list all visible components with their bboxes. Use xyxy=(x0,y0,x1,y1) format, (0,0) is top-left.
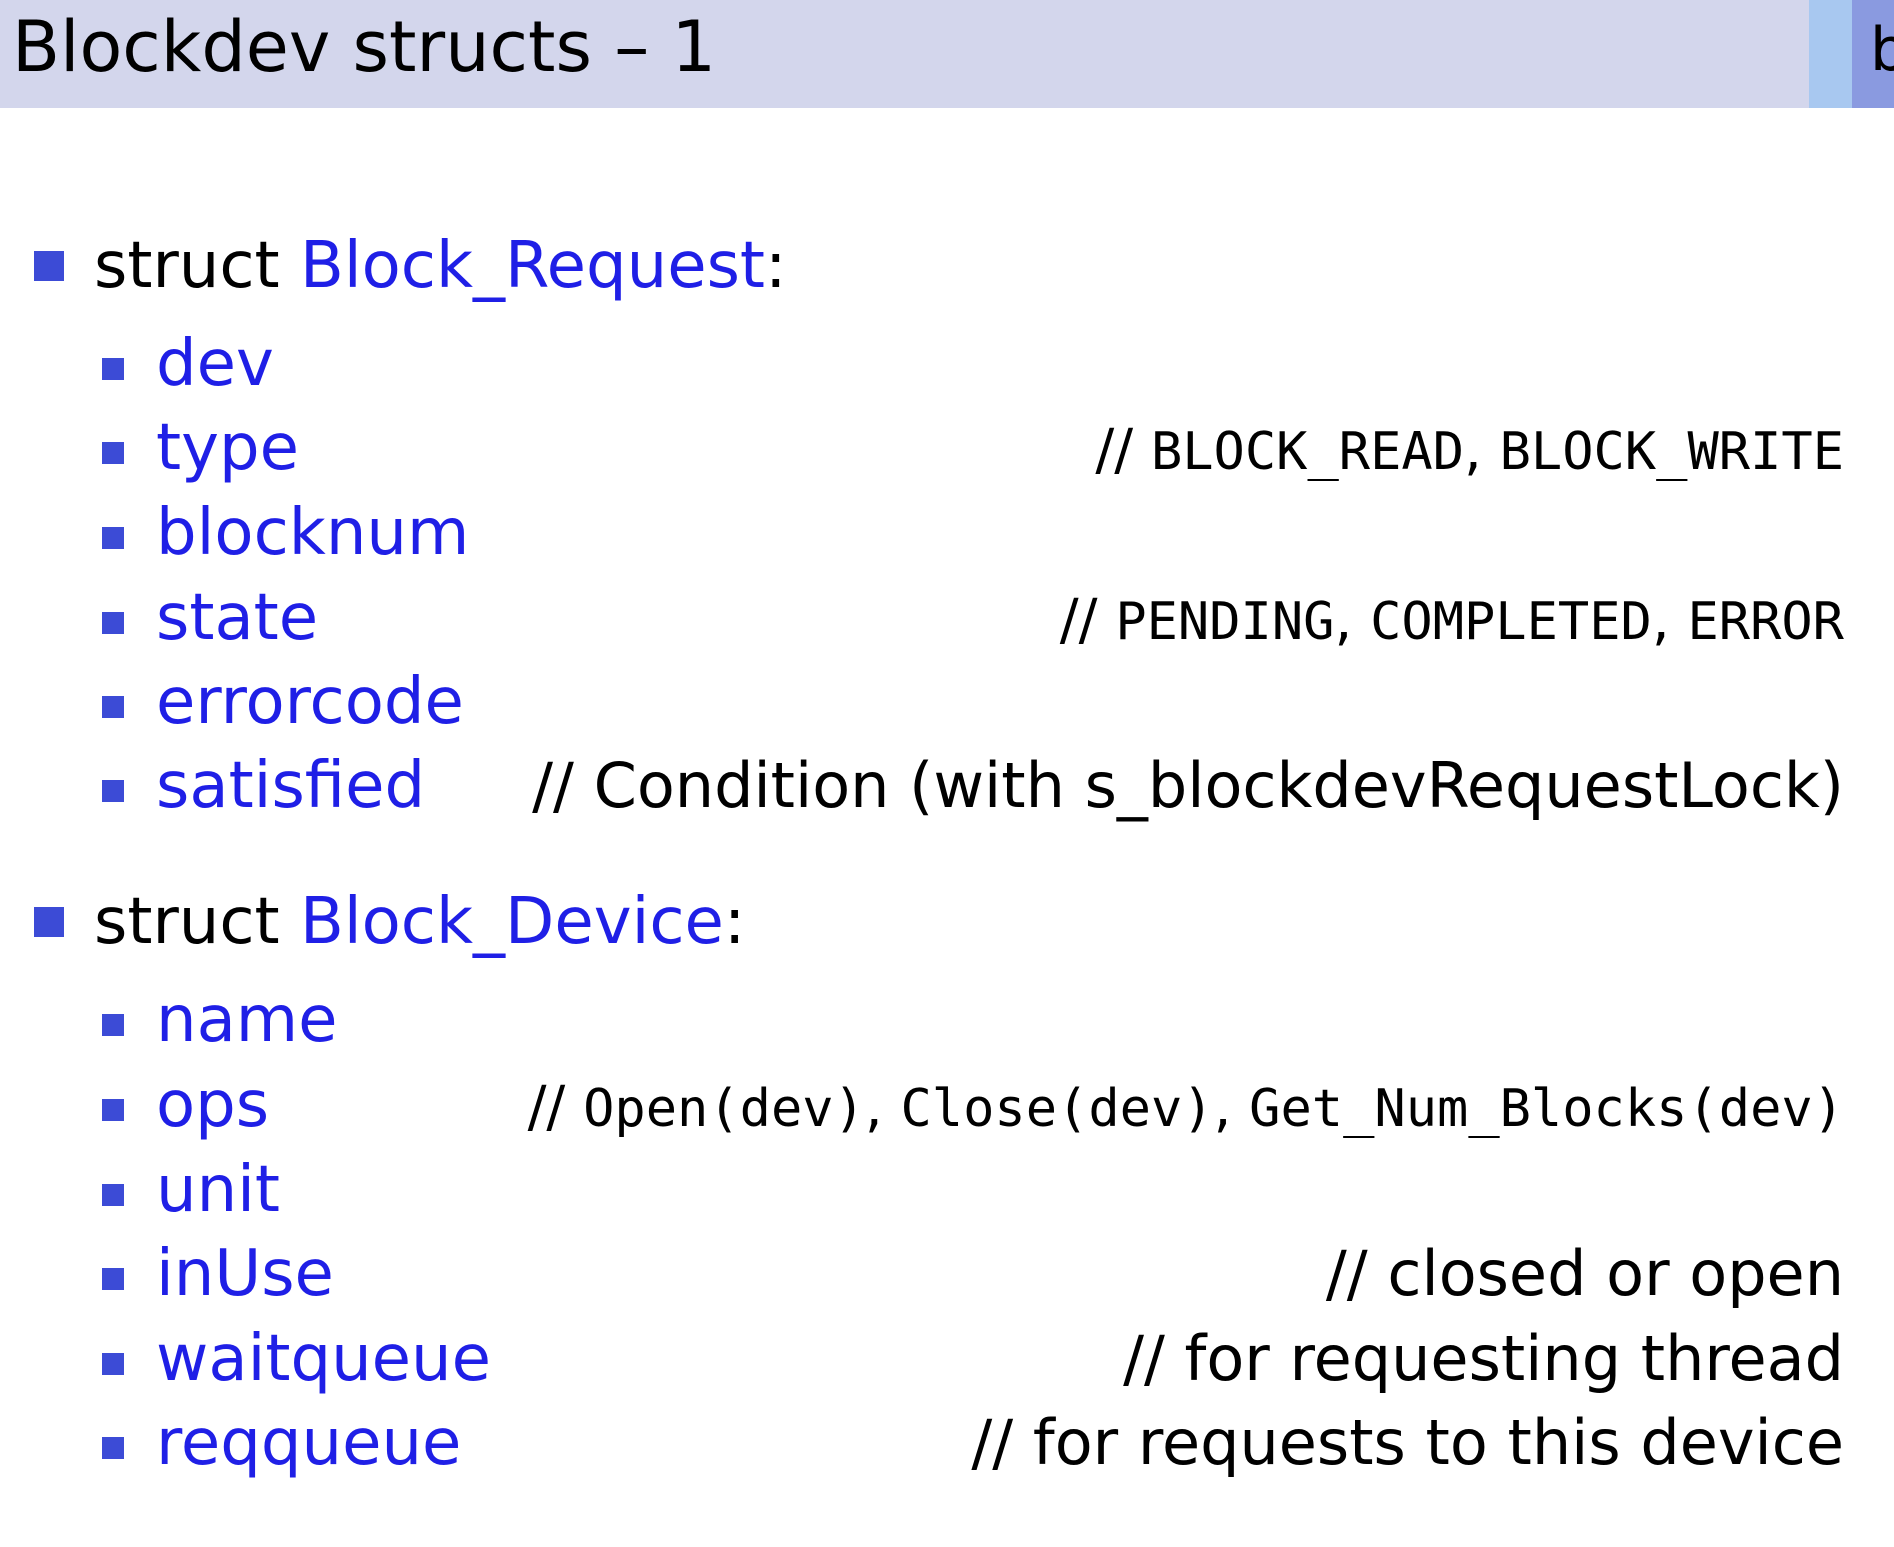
field-row: type // BLOCK_READ, BLOCK_WRITE xyxy=(0,408,1894,488)
bullet-square-icon xyxy=(102,442,124,464)
bullet-square-icon xyxy=(102,358,124,380)
comment-part: BLOCK_WRITE xyxy=(1499,422,1844,482)
field-name: errorcode xyxy=(156,665,464,739)
comment-part: , xyxy=(1651,588,1688,653)
field-name: type xyxy=(156,411,299,485)
bullet-square-icon xyxy=(102,1268,124,1290)
field-comment: // BLOCK_READ, BLOCK_WRITE xyxy=(1095,408,1844,492)
bullet-square-icon xyxy=(102,1184,124,1206)
struct-keyword: struct xyxy=(94,229,300,303)
field-name: name xyxy=(156,983,338,1057)
comment-part: // xyxy=(527,1075,584,1140)
comment-part: // closed or open xyxy=(1325,1237,1844,1310)
bullet-square-icon xyxy=(34,251,64,281)
comment-part: // for requesting thread xyxy=(1123,1322,1844,1395)
bullet-square-icon xyxy=(102,527,124,549)
comment-part: , xyxy=(864,1075,901,1140)
bullet-square-icon xyxy=(102,612,124,634)
field-comment: // closed or open xyxy=(1326,1234,1844,1314)
field-row: ops // Open(dev), Close(dev), Get_Num_Blo… xyxy=(0,1065,1894,1145)
field-comment: // Condition (with s_blockdevRequestLock… xyxy=(532,746,1844,826)
comment-part: // Condition (with s_blockdevRequestLock… xyxy=(532,749,1844,822)
field-name: ops xyxy=(156,1068,270,1142)
comment-part: PENDING xyxy=(1115,592,1335,652)
field-comment: // for requests to this device xyxy=(971,1403,1844,1483)
bullet-square-icon xyxy=(102,1353,124,1375)
comment-part: COMPLETED xyxy=(1370,592,1652,652)
struct-heading-row: struct Block_Request: xyxy=(0,226,1894,306)
struct-name: Block_Request xyxy=(299,229,765,303)
comment-part: ERROR xyxy=(1687,592,1844,652)
field-row: blocknum xyxy=(0,493,1894,573)
field-comment: // Open(dev), Close(dev), Get_Num_Blocks… xyxy=(528,1065,1844,1149)
field-name: state xyxy=(156,581,319,655)
struct-keyword: struct xyxy=(94,885,300,959)
comment-part: // for requests to this device xyxy=(971,1406,1844,1479)
comment-part: , xyxy=(1334,588,1371,653)
field-row: reqqueue // for requests to this device xyxy=(0,1403,1894,1483)
slide-title: Blockdev structs – 1 xyxy=(12,6,716,88)
struct-heading: struct Block_Device: xyxy=(94,882,745,962)
field-name: waitqueue xyxy=(156,1322,491,1396)
field-row: unit xyxy=(0,1150,1894,1230)
field-row: name xyxy=(0,980,1894,1060)
field-row: waitqueue // for requesting thread xyxy=(0,1319,1894,1399)
bullet-square-icon xyxy=(102,1437,124,1459)
struct-heading-row: struct Block_Device: xyxy=(0,882,1894,962)
comment-part: Get_Num_Blocks(dev) xyxy=(1249,1079,1844,1139)
bullet-square-icon xyxy=(102,1014,124,1036)
field-comment: // PENDING, COMPLETED, ERROR xyxy=(1060,578,1844,662)
bullet-square-icon xyxy=(102,1099,124,1121)
field-name: blocknum xyxy=(156,496,470,570)
struct-colon: : xyxy=(723,885,746,959)
comment-part: // xyxy=(1095,418,1151,483)
comment-part: Open(dev) xyxy=(583,1079,865,1139)
field-name: unit xyxy=(156,1153,280,1227)
struct-heading: struct Block_Request: xyxy=(94,226,787,306)
field-name: dev xyxy=(156,327,274,401)
nav-strip-dark[interactable]: b xyxy=(1852,0,1894,108)
field-row: dev xyxy=(0,324,1894,404)
nav-strip-label: b xyxy=(1870,15,1894,85)
field-name: reqqueue xyxy=(156,1406,462,1480)
struct-name: Block_Device xyxy=(299,885,724,959)
comment-part: , xyxy=(1213,1075,1250,1140)
nav-strip-light[interactable] xyxy=(1809,0,1852,108)
bullet-square-icon xyxy=(102,696,124,718)
field-comment: // for requesting thread xyxy=(1123,1319,1844,1399)
comment-part: BLOCK_READ xyxy=(1150,422,1465,482)
comment-part: // xyxy=(1059,588,1116,653)
field-row: satisfied // Condition (with s_blockdevRe… xyxy=(0,746,1894,826)
field-row: state // PENDING, COMPLETED, ERROR xyxy=(0,578,1894,658)
slide-header: Blockdev structs – 1 b xyxy=(0,0,1894,108)
comment-part: Close(dev) xyxy=(900,1079,1214,1139)
struct-colon: : xyxy=(765,229,787,303)
bullet-square-icon xyxy=(34,907,64,937)
comment-part: , xyxy=(1464,418,1500,483)
field-row: inUse // closed or open xyxy=(0,1234,1894,1314)
field-row: errorcode xyxy=(0,662,1894,742)
field-name: satisfied xyxy=(156,749,426,823)
field-name: inUse xyxy=(156,1237,334,1311)
bullet-square-icon xyxy=(102,780,124,802)
